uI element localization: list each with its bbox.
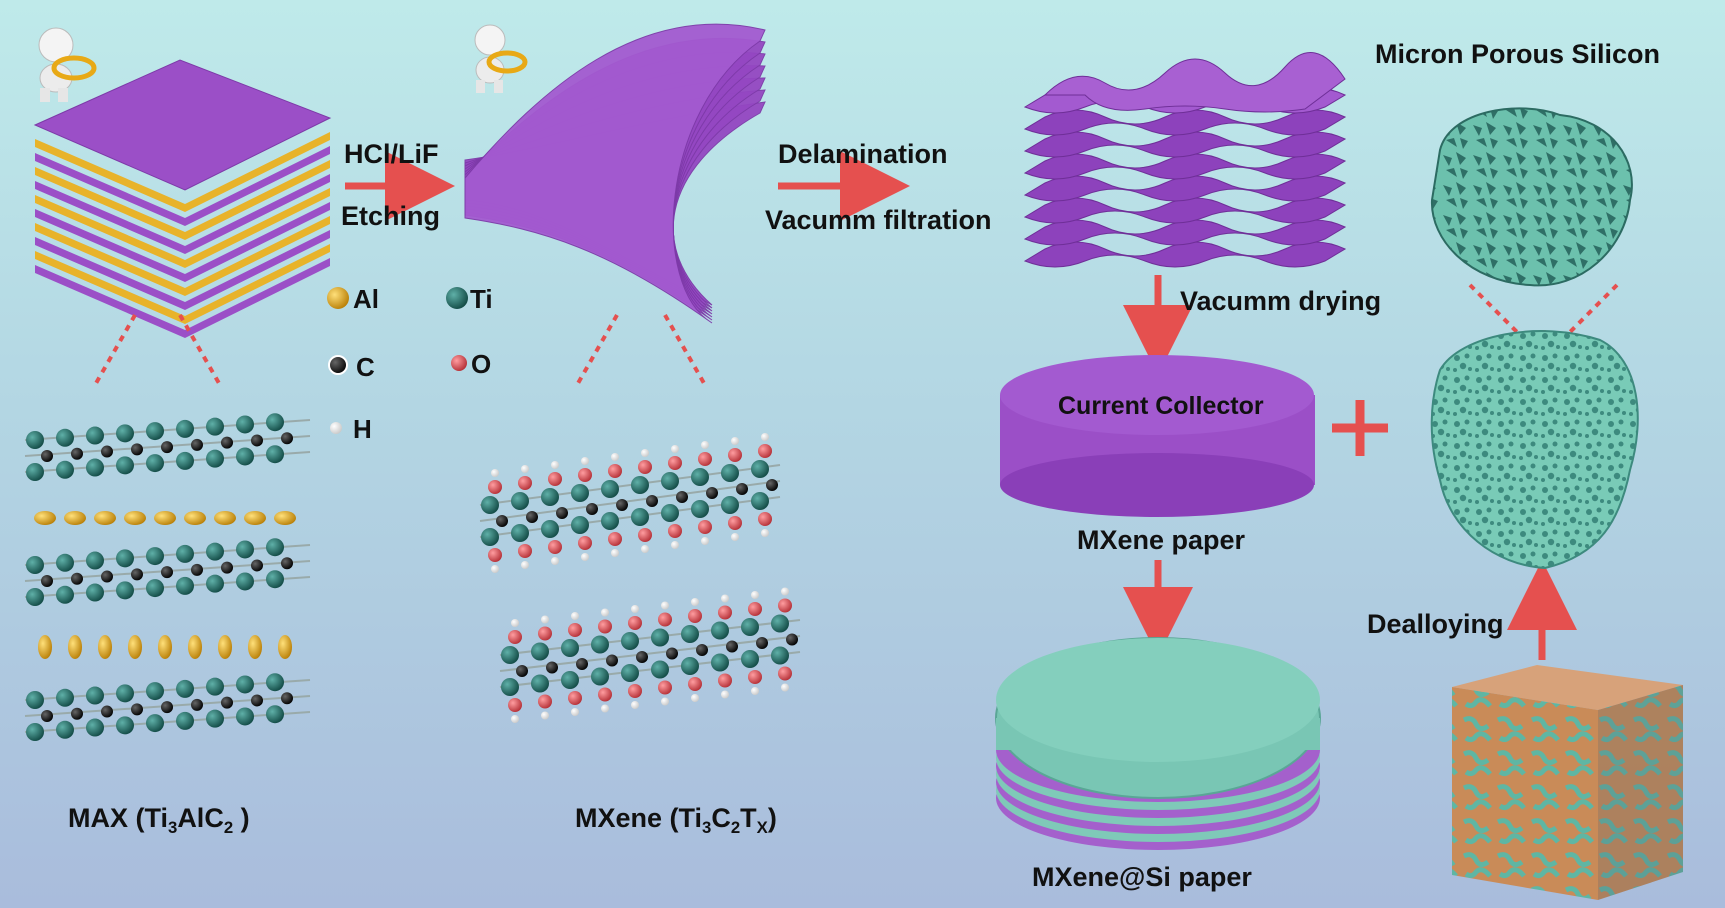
porous-silicon-particle — [1430, 330, 1639, 570]
magnifier-figure-icon — [38, 27, 97, 102]
vacuum-drying-label: Vacumm drying — [1180, 286, 1382, 316]
mxene-film-stack — [1023, 52, 1347, 268]
mxene-flakes — [464, 23, 766, 324]
mxene-paper-disk — [1000, 355, 1315, 517]
max-atomic-structure — [24, 413, 311, 741]
delamination-label: Delamination — [778, 139, 948, 169]
micron-porous-silicon-title: Micron Porous Silicon — [1375, 39, 1661, 69]
legend-al-label: Al — [353, 284, 379, 314]
max-caption: MAX (Ti3AlC2 ) — [68, 803, 250, 837]
max-layered-stack — [33, 59, 332, 338]
alloy-cube — [1452, 665, 1683, 900]
legend-h-label: H — [353, 414, 372, 444]
mxene-paper-label: MXene paper — [1077, 525, 1246, 555]
legend-dots — [327, 287, 468, 434]
plus-icon — [1332, 400, 1388, 456]
magnifier-figure-icon — [474, 24, 528, 93]
legend-o-label: O — [471, 349, 492, 379]
legend-c-label: C — [356, 352, 375, 382]
current-collector-label: Current Collector — [1058, 392, 1264, 420]
mxene-si-paper-label: MXene@Si paper — [1032, 862, 1252, 892]
mxene-si-paper-disk — [995, 637, 1321, 850]
vacuum-filtration-label: Vacumm filtration — [765, 205, 992, 235]
dealloying-label: Dealloying — [1367, 609, 1504, 639]
mxene-atomic-structure — [479, 433, 801, 723]
etching-label-bottom: Etching — [341, 201, 440, 231]
legend-ti-label: Ti — [470, 284, 493, 314]
porous-silicon-zoom — [1430, 107, 1633, 287]
etching-label-top: HCl/LiF — [344, 139, 439, 169]
mxene-caption: MXene (Ti3C2TX) — [575, 803, 777, 837]
zoom-connectors — [93, 283, 1619, 386]
